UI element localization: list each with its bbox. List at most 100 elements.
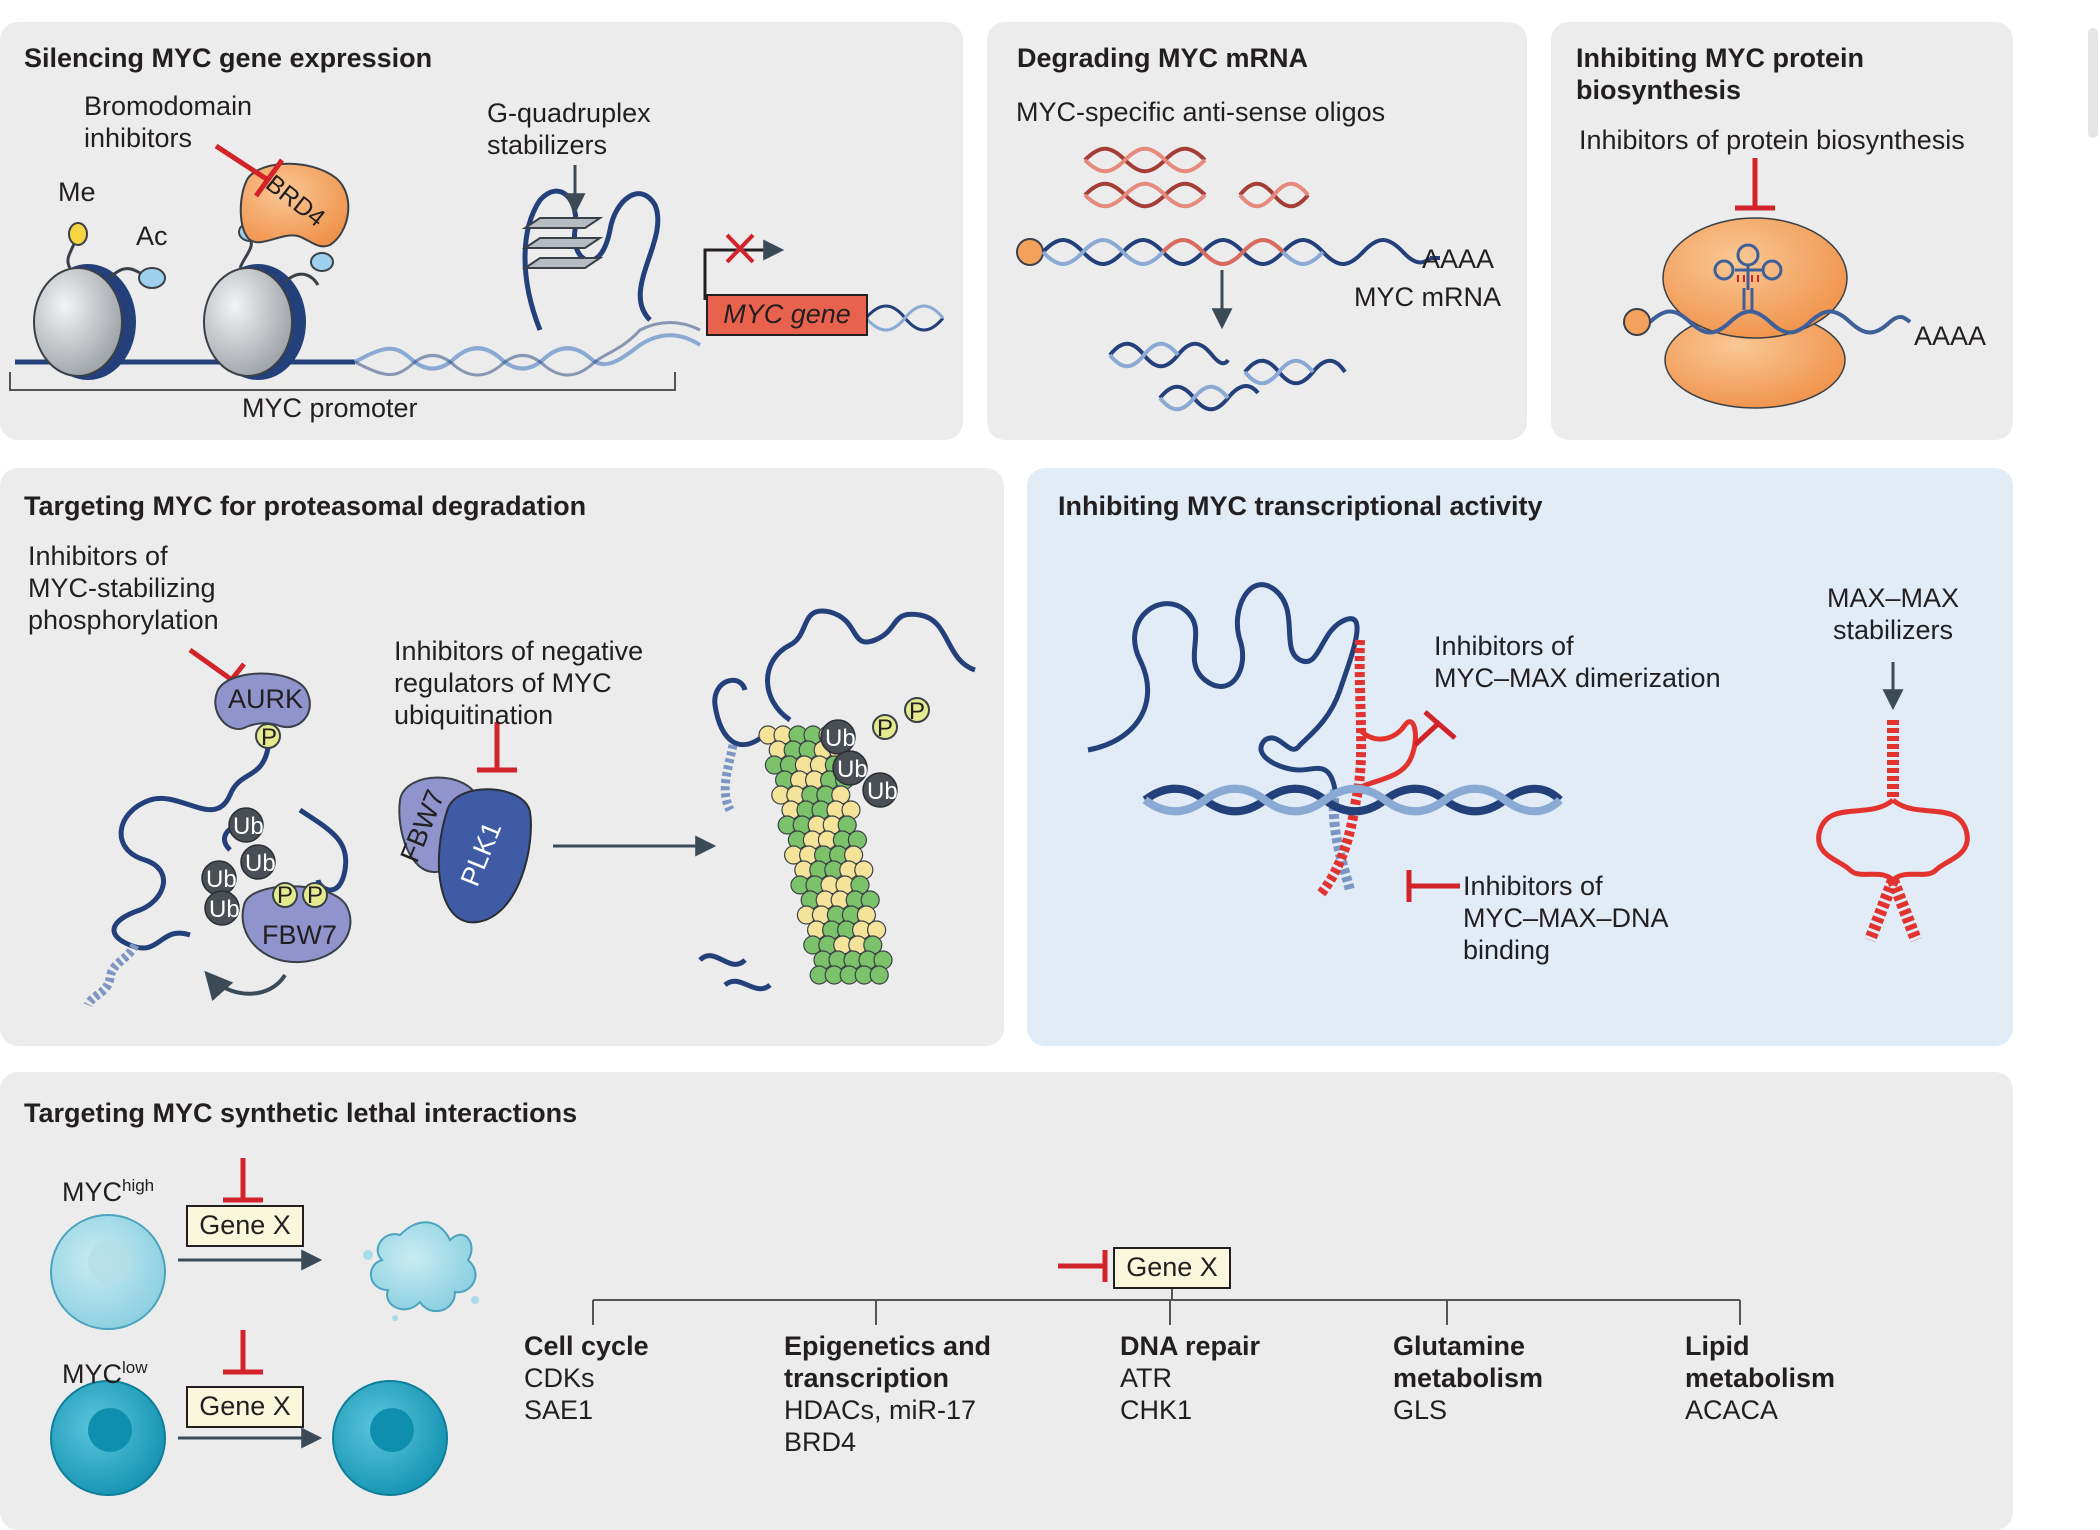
- panel-title-biosynthesis: Inhibiting MYC protein biosynthesis: [1576, 43, 1864, 105]
- phospho-label-2: P: [307, 882, 324, 909]
- scrollbar[interactable]: [2088, 28, 2098, 138]
- myc-high-cell: [50, 1214, 166, 1330]
- ub-label-1: Ub: [233, 813, 264, 840]
- category-tree: [592, 1285, 1741, 1325]
- category-epigenetics: Epigenetics and transcription HDACs, miR…: [784, 1330, 991, 1458]
- nucleosome-1: [33, 264, 136, 380]
- category-heading: Cell cycle: [524, 1331, 649, 1361]
- myc-max-illustration: [1087, 582, 1563, 899]
- negative-regulators-inhibitors-label: Inhibitors of negative regulators of MYC…: [394, 636, 644, 730]
- recycle-arrow: [204, 970, 287, 1002]
- panel-title-synthetic-lethal: Targeting MYC synthetic lethal interacti…: [24, 1098, 578, 1128]
- panel-title-transcriptional: Inhibiting MYC transcriptional activity: [1058, 491, 1543, 521]
- phospho-label-3: P: [877, 715, 894, 742]
- fbw7-bound: [241, 882, 352, 964]
- myc-low-label: MYClow: [62, 1358, 148, 1389]
- antisense-oligos-label: MYC-specific anti-sense oligos: [1016, 97, 1386, 127]
- category-heading: Epigenetics and transcription: [784, 1331, 992, 1393]
- category-dna-repair: DNA repair ATR CHK1: [1120, 1330, 1260, 1426]
- gene-x-box-center: Gene X: [1113, 1247, 1231, 1289]
- category-item: CDKs: [524, 1363, 595, 1393]
- category-heading: DNA repair: [1120, 1331, 1261, 1361]
- panel-degrading: [987, 22, 1527, 440]
- g-quadruplex-icon: [521, 165, 661, 331]
- category-item: GLS: [1393, 1395, 1448, 1425]
- biosynthesis-inhibition-icon: [1735, 158, 1775, 211]
- panel-transcriptional: [1027, 468, 2013, 1046]
- myc-promoter-label: MYC promoter: [242, 393, 418, 423]
- phospho-label-1: P: [277, 882, 294, 909]
- gene-x-inhibition-icons: [223, 1158, 1108, 1375]
- ac-label: Ac: [136, 221, 168, 251]
- ribosome-icon: [1623, 217, 1912, 409]
- category-cell-cycle: Cell cycle CDKs SAE1: [524, 1330, 649, 1426]
- aurk-label: AURK: [228, 684, 304, 714]
- ub-label-4: Ub: [209, 896, 240, 923]
- fbw7-label: FBW7: [262, 920, 338, 950]
- category-glutamine: Glutamine metabolism GLS: [1393, 1330, 1543, 1426]
- category-item: CHK1: [1120, 1395, 1193, 1425]
- ubiquitin-chain-1: [201, 807, 276, 926]
- protein-biosynthesis-inhibitors-label: Inhibitors of protein biosynthesis: [1579, 125, 1965, 155]
- category-item: HDACs, miR-17: [784, 1395, 977, 1425]
- gene-x-box-low: Gene X: [186, 1386, 304, 1428]
- category-item: ATR: [1120, 1363, 1172, 1393]
- panel-title-proteasomal: Targeting MYC for proteasomal degradatio…: [24, 491, 587, 521]
- panel-title-degrading: Degrading MYC mRNA: [1017, 43, 1309, 73]
- myc-mrna-strand: [1016, 238, 1440, 266]
- max-max-dimer: [1816, 720, 1970, 943]
- category-heading: Glutamine metabolism: [1393, 1331, 1544, 1393]
- surviving-cell: [332, 1380, 448, 1496]
- category-heading: Lipid metabolism: [1685, 1331, 1836, 1393]
- panel-silencing: [0, 22, 963, 440]
- bromodomain-inhibition-icon: [214, 143, 285, 198]
- acetyl-mark-icon: [138, 267, 166, 289]
- gene-x-box-high: Gene X: [186, 1205, 304, 1247]
- dimerization-inhibitors-label: Inhibitors of MYC–MAX dimerization: [1434, 631, 1721, 693]
- myc-low-cell: [50, 1380, 166, 1496]
- myc-gene-box: MYC gene: [706, 294, 868, 336]
- promoter-bracket: [9, 372, 676, 391]
- ub-label-2: Ub: [245, 850, 276, 877]
- polya-tail-label: AAAA: [1422, 244, 1495, 274]
- nucleosome-2: [203, 264, 306, 380]
- polya-tail-label-2: AAAA: [1914, 321, 1987, 351]
- myc-high-label: MYChigh: [62, 1176, 155, 1207]
- dimerization-inhibition-icon: [1413, 710, 1457, 747]
- tss-arrow: [703, 239, 785, 300]
- category-lipid: Lipid metabolism ACACA: [1685, 1330, 1835, 1426]
- ubiquitin-chain-2: [820, 719, 898, 808]
- proteasome-illustration: [698, 608, 976, 992]
- category-item: BRD4: [784, 1427, 857, 1457]
- methyl-mark-icon: [68, 222, 88, 246]
- ub-label-7: Ub: [867, 778, 898, 805]
- bromodomain-inhibitors-label: Bromodomain inhibitors: [84, 91, 253, 153]
- ub-label-5: Ub: [825, 725, 856, 752]
- chromatin-illustration: [9, 143, 702, 391]
- ub-label-3: Ub: [206, 866, 237, 893]
- aurk-phospho-label: P: [261, 724, 278, 751]
- degraded-mrna-fragments: [1108, 341, 1347, 412]
- transcription-blocked-icon: [725, 233, 755, 264]
- proteasome-bead: [869, 965, 889, 985]
- proteasome-core: [758, 725, 893, 985]
- dna-binding-inhibition-icon: [1406, 870, 1460, 902]
- max-max-stabilizers-label: MAX–MAX stabilizers: [1826, 583, 1960, 645]
- phospho-label-4: P: [909, 698, 926, 725]
- category-item: SAE1: [524, 1395, 594, 1425]
- ub-label-6: Ub: [837, 756, 868, 783]
- category-item: ACACA: [1685, 1395, 1779, 1425]
- brd4-protein: [239, 162, 350, 248]
- antisense-oligos: [1083, 146, 1310, 209]
- dying-cell: [363, 1221, 479, 1321]
- fbw7-plk1-complex: [398, 776, 532, 924]
- myc-mrna-label: MYC mRNA: [1354, 282, 1501, 312]
- stabilizing-phosphorylation-inhibitors-label: Inhibitors of MYC-stabilizing phosphoryl…: [28, 541, 219, 635]
- negative-regulator-inhibition-icon: [477, 722, 517, 773]
- panel-title-silencing: Silencing MYC gene expression: [24, 43, 433, 73]
- me-label: Me: [58, 177, 96, 207]
- aurk-protein: [214, 672, 311, 749]
- dna-binding-inhibitors-label: Inhibitors of MYC–MAX–DNA binding: [1463, 871, 1669, 965]
- g-quadruplex-label: G-quadruplex stabilizers: [487, 98, 651, 160]
